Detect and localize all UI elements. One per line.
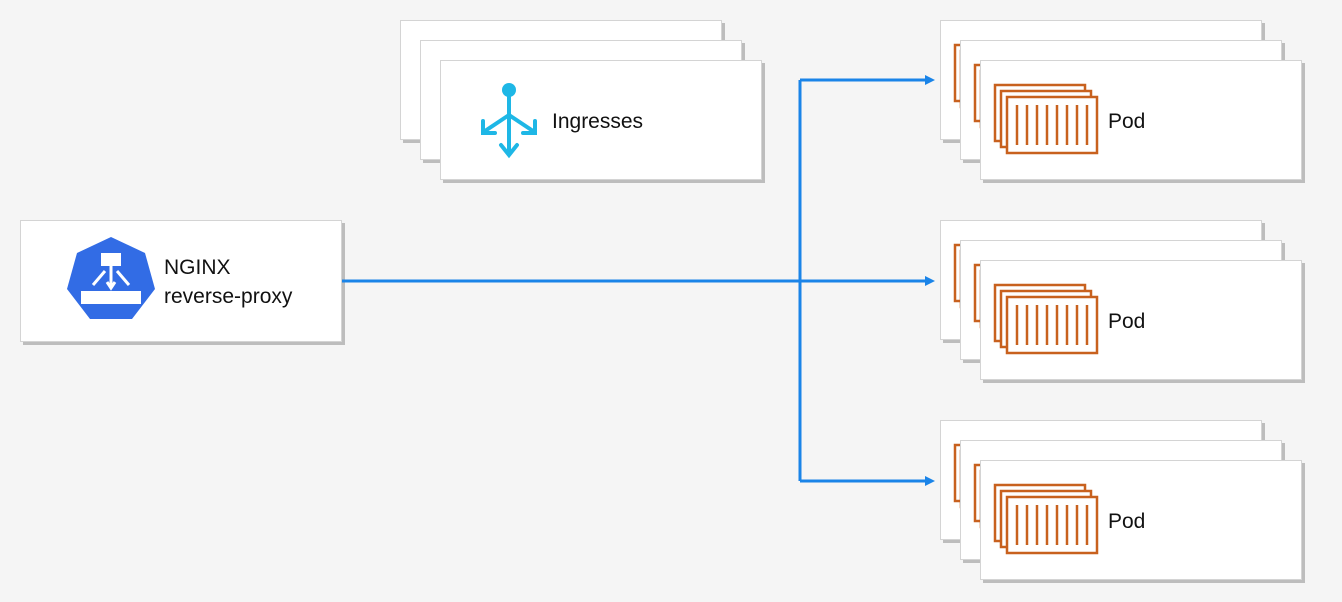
pod-label: Pod xyxy=(1108,110,1146,133)
pod-label: Pod xyxy=(1108,510,1146,533)
container-icon xyxy=(993,83,1101,160)
ingress-icon xyxy=(481,83,537,159)
pod-card[interactable]: Pod xyxy=(980,260,1302,380)
container-icon xyxy=(993,483,1101,560)
kubernetes-network-icon xyxy=(67,237,155,319)
pod-label: Pod xyxy=(1108,310,1146,333)
pod-card[interactable]: Pod xyxy=(980,460,1302,580)
container-icon xyxy=(993,283,1101,360)
nginx-proxy-card[interactable]: NGINX reverse-proxy xyxy=(20,220,342,342)
ingress-card[interactable]: Ingresses xyxy=(440,60,762,180)
reverse-proxy-label: reverse-proxy xyxy=(164,285,293,308)
pod-card[interactable]: Pod xyxy=(980,60,1302,180)
nginx-label: NGINX xyxy=(164,256,231,279)
ingress-label: Ingresses xyxy=(552,110,644,133)
